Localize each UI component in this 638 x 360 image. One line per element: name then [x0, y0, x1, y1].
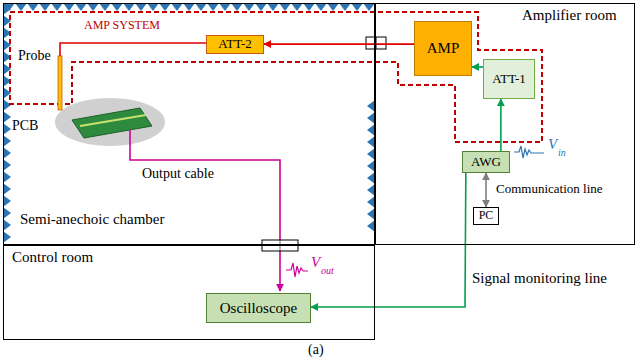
absorber-triangle — [243, 3, 255, 11]
signal-connector — [500, 99, 502, 151]
room-name: Control room — [12, 249, 93, 266]
absorber-triangle — [367, 124, 375, 136]
absorber-triangle — [135, 3, 147, 11]
cable-label: Output cable — [142, 166, 214, 181]
amplifier-box: AMP — [414, 21, 472, 76]
absorber-triangle — [219, 3, 231, 11]
absorber-triangle — [207, 3, 219, 11]
pcb-ground-area — [55, 98, 165, 146]
absorber-triangle — [363, 3, 375, 11]
absorber-triangle — [147, 3, 159, 11]
box-label: Oscilloscope — [220, 300, 297, 317]
absorber-triangle — [3, 171, 11, 183]
connector-label: Signal monitoring line — [472, 270, 607, 287]
box-label: ATT-2 — [218, 37, 251, 51]
group-label: AMP SYSTEM — [84, 19, 160, 32]
signal-connector — [472, 66, 483, 68]
absorber-triangle — [367, 184, 375, 196]
absorber-triangle — [339, 3, 351, 11]
absorber-triangle — [3, 135, 11, 147]
computer-box: PC — [473, 207, 499, 225]
absorber-triangle — [367, 208, 375, 220]
probe-body — [58, 56, 62, 110]
absorber-triangle — [123, 3, 135, 11]
input-waveform — [514, 146, 544, 158]
absorber-triangle — [111, 3, 123, 11]
signal-connector — [311, 173, 466, 307]
absorber-triangle — [75, 3, 87, 11]
absorber-triangle — [367, 136, 375, 148]
absorber-triangle — [3, 111, 11, 123]
pcb-board — [72, 108, 152, 138]
absorber-triangle — [3, 195, 11, 207]
absorber-triangle — [99, 3, 111, 11]
absorber-triangle — [3, 231, 11, 243]
absorber-triangle — [351, 3, 363, 11]
absorber-triangle — [63, 3, 75, 11]
absorber-triangle — [195, 3, 207, 11]
absorber-triangle — [367, 112, 375, 124]
absorber-triangle — [367, 220, 375, 232]
box-label: ATT-1 — [492, 72, 525, 86]
absorber-triangle — [255, 3, 267, 11]
absorber-triangle — [279, 3, 291, 11]
absorber-triangle — [87, 3, 99, 11]
box-label: AWG — [471, 155, 501, 169]
absorber-triangle — [367, 148, 375, 160]
absorber-triangle — [3, 147, 11, 159]
figure-caption: (a) — [308, 342, 324, 357]
absorber-triangles — [3, 3, 375, 243]
absorber-triangle — [367, 160, 375, 172]
room-region: ATT-2Semi-anechoic chamber — [3, 3, 375, 245]
box-label: AMP — [427, 40, 460, 57]
absorber-triangle — [183, 3, 195, 11]
absorber-triangle — [367, 100, 375, 112]
box-label: PC — [479, 209, 494, 222]
room-region: AMP ATT-1AWG PC Amplifier room — [375, 3, 635, 245]
part-label: Probe — [18, 48, 51, 63]
oscilloscope-box: Oscilloscope — [206, 293, 311, 323]
absorber-triangle — [51, 3, 63, 11]
signal-subscript: in — [558, 147, 566, 158]
absorber-triangle — [3, 183, 11, 195]
output-waveform — [286, 263, 308, 277]
output-cable-line — [130, 130, 280, 291]
absorber-triangle — [3, 3, 11, 15]
absorber-triangle — [39, 3, 51, 11]
absorber-triangle — [15, 3, 27, 11]
absorber-triangle — [291, 3, 303, 11]
signal-subscript: out — [321, 265, 334, 276]
amp-system-outline — [10, 12, 542, 142]
signal-connector — [485, 173, 487, 207]
absorber-triangle — [267, 3, 279, 11]
room-name: Semi-anechoic chamber — [20, 211, 165, 228]
signal-name: V — [548, 136, 557, 153]
absorber-triangle — [327, 3, 339, 11]
absorber-triangle — [367, 172, 375, 184]
part-label: PCB — [12, 118, 38, 133]
pcb-trace — [80, 115, 146, 126]
absorber-triangle — [3, 219, 11, 231]
absorber-triangle — [3, 207, 11, 219]
attenuator-box: ATT-2 — [206, 35, 264, 54]
wall-connector — [366, 37, 386, 49]
absorber-triangle — [27, 3, 39, 11]
absorber-triangle — [159, 3, 171, 11]
absorber-triangle — [231, 3, 243, 11]
room-name: Amplifier room — [522, 7, 617, 24]
absorber-triangle — [3, 159, 11, 171]
signal-name: V — [311, 254, 320, 271]
connector-label: Communication line — [496, 182, 603, 196]
absorber-triangle — [367, 196, 375, 208]
generator-box: AWG — [462, 151, 510, 173]
signal-connector — [264, 43, 414, 45]
absorber-triangle — [171, 3, 183, 11]
attenuator-box: ATT-1 — [483, 59, 535, 99]
absorber-triangle — [315, 3, 327, 11]
absorber-triangle — [3, 123, 11, 135]
absorber-triangle — [303, 3, 315, 11]
